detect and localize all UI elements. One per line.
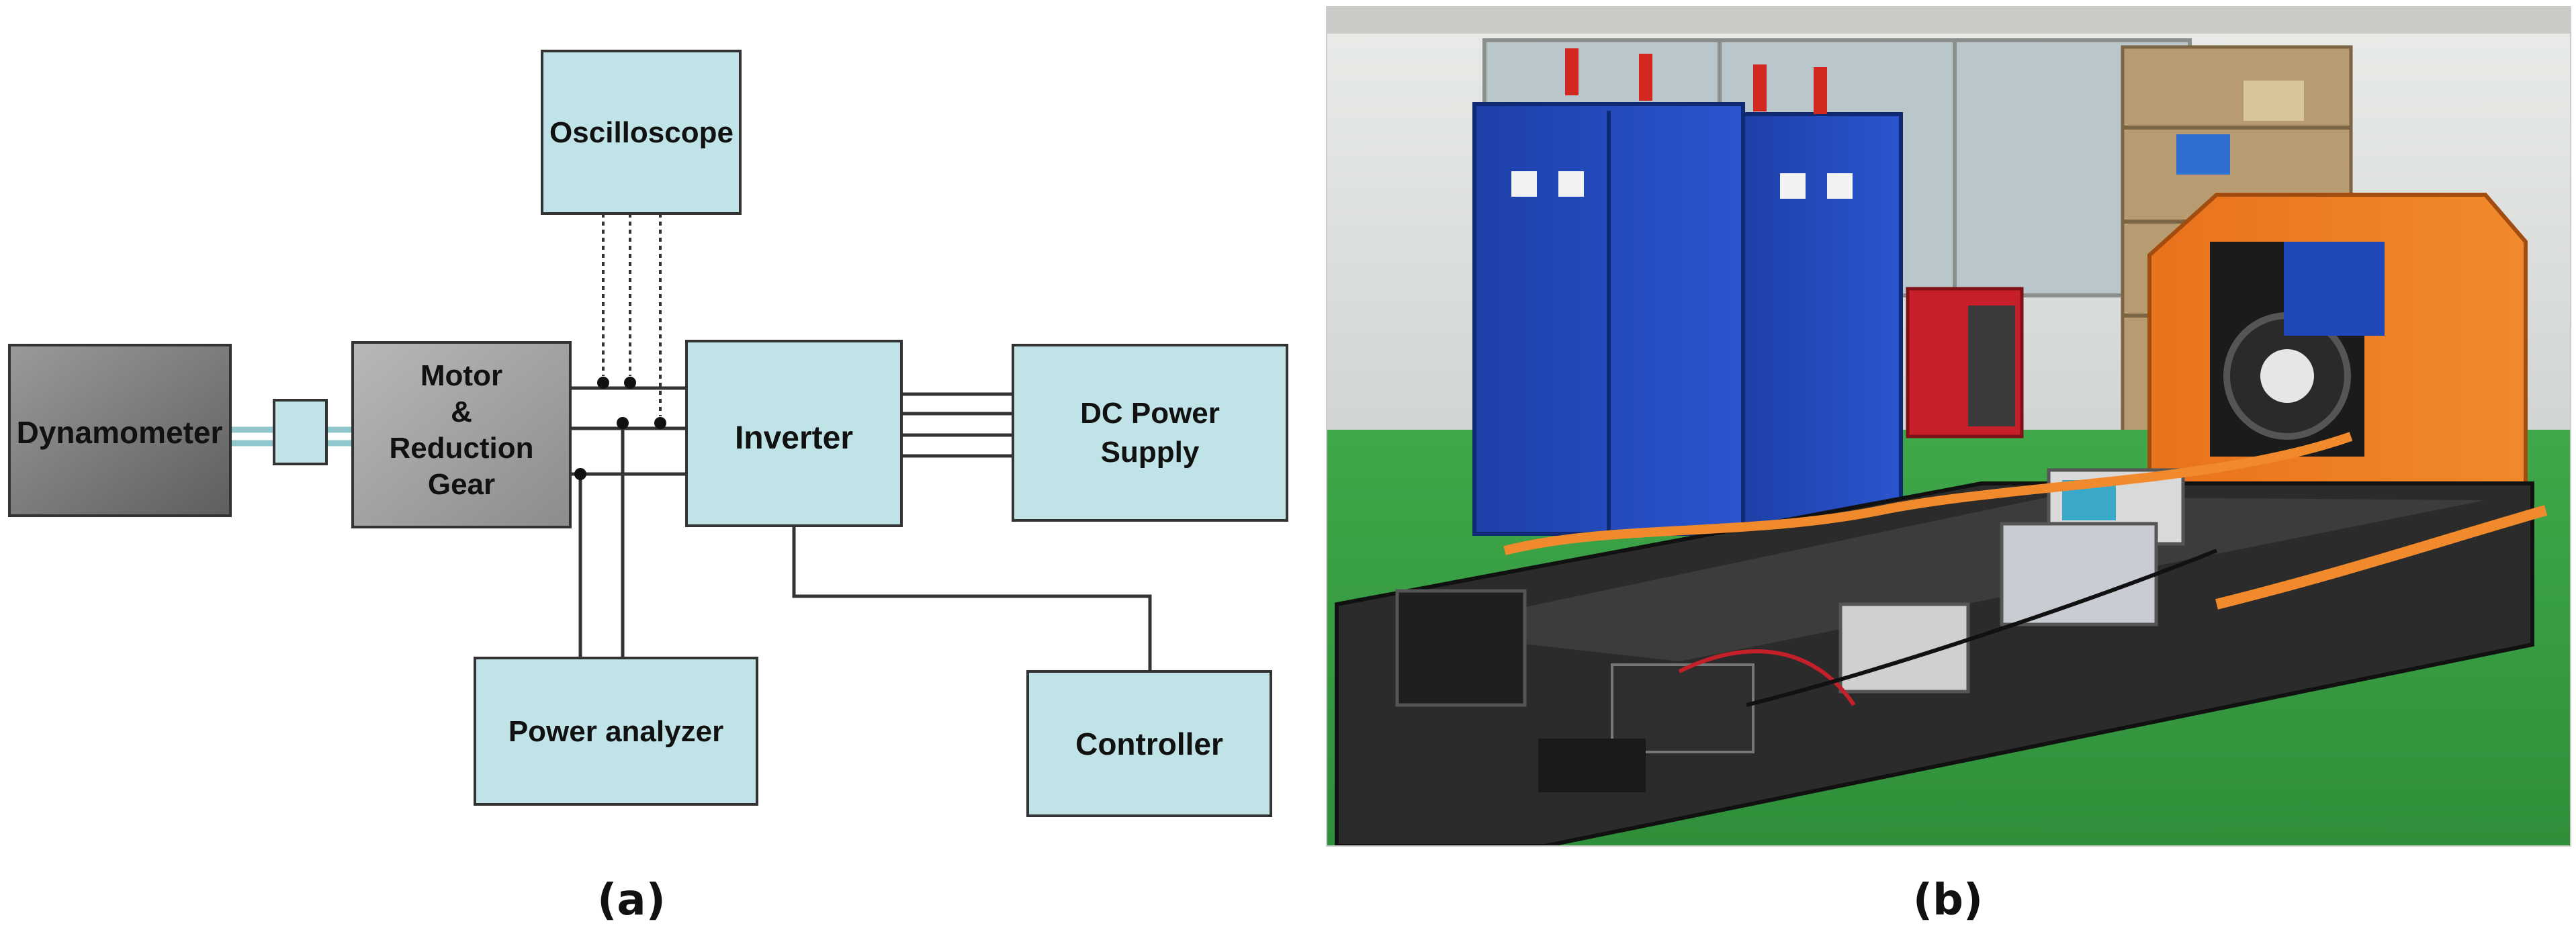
photo-laptop [1538, 739, 1646, 792]
photo-border [1326, 6, 2571, 847]
power-analyzer-label: Power analyzer [508, 715, 723, 748]
photo-orange-cable [2215, 505, 2548, 610]
dc-power-supply-label-line-2: Supply [1101, 436, 1200, 469]
controller-line [792, 526, 1152, 671]
junction-dot [574, 468, 586, 480]
connection-lines [230, 386, 1152, 671]
photo-red-wire [1678, 649, 1856, 706]
photo-bed-rail [1411, 497, 2485, 661]
photo-inverter-board [1611, 663, 1755, 753]
dc-power-supply-label-line-1: DC Power [1080, 397, 1220, 430]
controller-label: Controller [1075, 726, 1223, 761]
dynamometer-block [8, 344, 232, 517]
test-bench-photo: (b) [1326, 6, 2571, 925]
photo-power-analyzer [2000, 522, 2158, 626]
photo-motor-hub [2260, 349, 2314, 403]
photo-tool-cart-drawers [1968, 306, 2015, 426]
junction-dot [617, 417, 629, 429]
coupling-block [273, 399, 328, 465]
panel-b-caption: (b) [1913, 876, 1983, 925]
oscilloscope-probes [602, 214, 662, 416]
dc-power-supply-block [1012, 344, 1288, 522]
photo-signal-light [1565, 48, 1579, 95]
inverter-block [685, 340, 903, 527]
photo-meter [1780, 173, 1806, 199]
motor-label-line-2: & [451, 395, 472, 428]
photo-black-wire [1746, 549, 2218, 707]
inverter-label: Inverter [735, 420, 853, 456]
oscilloscope-label: Oscilloscope [549, 116, 734, 149]
photo-orange-cable [1503, 432, 2353, 555]
photo-ceiling-strip [1327, 7, 2571, 34]
motor-label-line-3: Reduction [389, 432, 533, 465]
photo-shelf-box [2176, 134, 2230, 175]
panel-a-caption: (a) [597, 876, 666, 925]
motor-label-line-4: Gear [428, 468, 495, 501]
motor-reduction-gear-block [351, 341, 572, 528]
photo-controller-box [1395, 589, 1527, 707]
motor-label-line-1: Motor [420, 359, 502, 392]
photo-meter [1511, 171, 1537, 197]
power-analyzer-block [474, 657, 758, 806]
junction-dot [597, 377, 609, 389]
dynamometer-label: Dynamometer [17, 415, 223, 450]
controller-block [1026, 670, 1272, 817]
photo-meter [1558, 171, 1584, 197]
oscilloscope-block [541, 50, 742, 215]
junction-dot [654, 417, 666, 429]
photo-signal-light [1814, 67, 1827, 114]
junction-dots [574, 377, 666, 480]
photo-signal-light [1639, 54, 1652, 101]
photo-meter [1827, 173, 1853, 199]
photo-blue-dyno [2284, 242, 2385, 336]
block-diagram-panel: Dynamometer Motor & Reduction Gear Oscil… [8, 50, 1288, 925]
photo-signal-light [1753, 64, 1767, 111]
junction-dot [624, 377, 636, 389]
photo-shelf-box [2244, 81, 2304, 121]
photo-cabinet-right [1741, 112, 1903, 526]
